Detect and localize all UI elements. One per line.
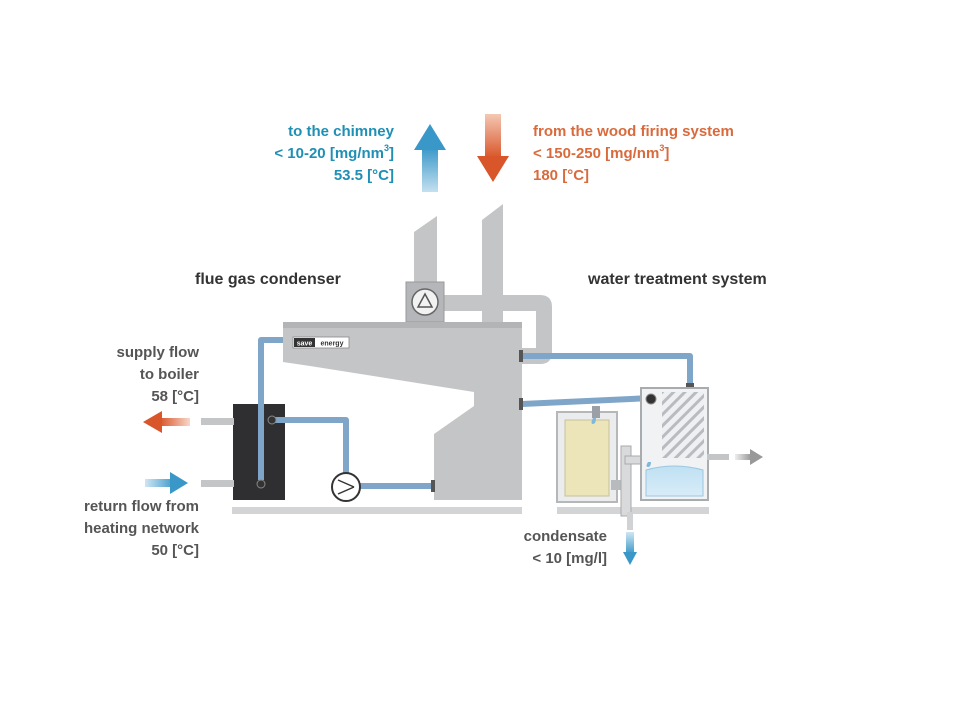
- flue-gas-stacks: [414, 204, 552, 364]
- condensate-title: condensate: [523, 528, 607, 545]
- lamella-separator: [640, 387, 729, 501]
- wood-firing-concentration: < 150-250 [mg/nm3]: [533, 143, 670, 163]
- treatment-base: [557, 507, 709, 514]
- return-flow-arrow: [145, 472, 188, 494]
- wood-firing-down-arrow: [477, 114, 509, 182]
- condenser-housing: [283, 322, 522, 500]
- supply-temperature: 58 [°C]: [151, 388, 199, 405]
- supply-stub: [201, 418, 234, 425]
- logo-energy-text: energy: [321, 341, 344, 348]
- return-stub: [201, 480, 234, 487]
- neutralization-tank: [556, 406, 618, 503]
- circulation-pump: [331, 472, 361, 502]
- condensate-value: < 10 [mg/l]: [532, 550, 607, 567]
- exchanger-port-bottom: [256, 479, 266, 489]
- supply-flow-arrow: [143, 411, 190, 433]
- wood-firing-label: from the wood firing system < 150-250 [m…: [533, 121, 734, 187]
- supply-line2: to boiler: [139, 366, 199, 383]
- pipe-flanges: [431, 350, 694, 492]
- logo-save-text: save: [297, 341, 313, 348]
- supply-flow-label: supply flow to boiler 58 [°C]: [40, 342, 200, 408]
- treated-water-outlet-arrow: [735, 449, 763, 465]
- chimney-label: to the chimney < 10-20 [mg/nm3] 53.5 [°C…: [180, 121, 394, 187]
- return-line1: return flow from: [84, 498, 199, 515]
- fan-box: [405, 281, 445, 323]
- return-line2: heating network: [83, 520, 199, 537]
- condenser-section-title: flue gas condenser: [195, 271, 341, 288]
- chimney-title: to the chimney: [288, 123, 394, 140]
- condensate-label: condensate < 10 [mg/l]: [480, 526, 607, 570]
- fan-icon: [411, 288, 439, 316]
- supply-line1: supply flow: [116, 344, 200, 361]
- chimney-concentration: < 10-20 [mg/nm3]: [274, 143, 394, 163]
- condensate-drain-arrow: [623, 532, 637, 565]
- exchanger-port-top: [267, 415, 277, 425]
- chimney-up-arrow: [414, 124, 446, 192]
- logo-plate: save energy: [292, 336, 350, 349]
- water-treatment-section-title: water treatment system: [588, 271, 767, 288]
- wood-firing-title: from the wood firing system: [533, 123, 734, 140]
- drop-icon: [646, 462, 651, 467]
- condenser-base: [232, 507, 522, 514]
- return-flow-label: return flow from heating network 50 [°C]: [40, 496, 199, 562]
- wood-firing-temperature: 180 [°C]: [533, 167, 590, 184]
- drop-icon: [591, 418, 596, 424]
- return-temperature: 50 [°C]: [151, 542, 199, 559]
- pump-icon: [337, 479, 355, 488]
- chimney-temperature: 53.5 [°C]: [333, 167, 394, 184]
